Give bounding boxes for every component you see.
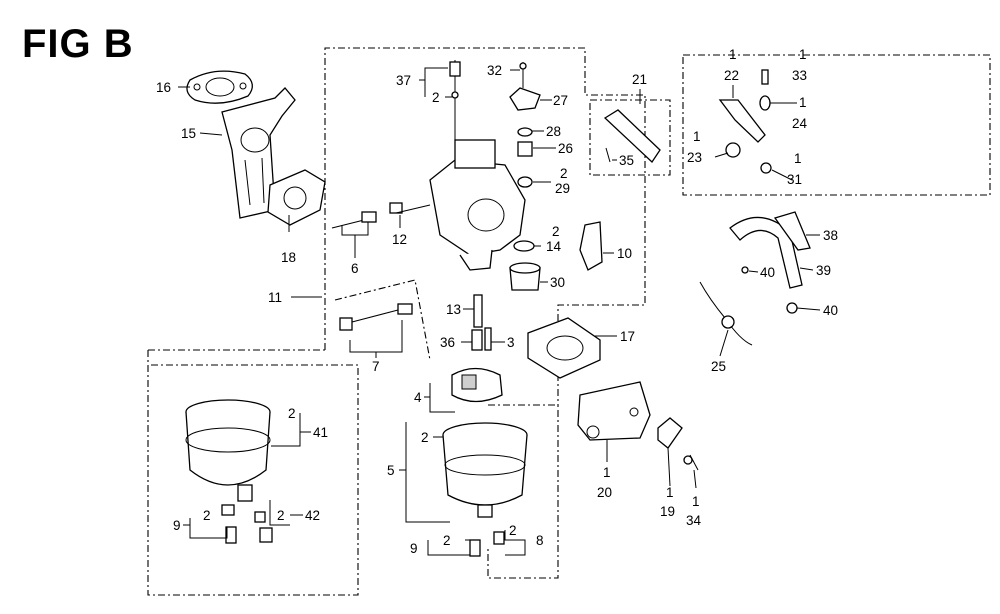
callout-33: 33 [792, 68, 807, 83]
callout-15: 15 [181, 126, 196, 141]
leader-lines [178, 67, 821, 556]
callout-4: 4 [414, 390, 422, 405]
part-20-bracket [577, 381, 651, 441]
callout-39: 39 [816, 263, 831, 278]
callout-41-qty: 2 [288, 406, 296, 421]
figure-title: FIG B [22, 22, 134, 66]
callout-34: 34 [686, 513, 702, 528]
parts-22-33-24-23-31 [718, 69, 772, 174]
callout-20-qty: 1 [603, 465, 611, 480]
parts-13-36-3 [471, 294, 492, 351]
callout-30: 30 [550, 275, 565, 290]
callout-42: 42 [305, 508, 320, 523]
callout-31: 31 [787, 172, 802, 187]
part-15-bracket [221, 87, 296, 219]
part-21-lever [603, 109, 661, 163]
callout-19: 19 [660, 504, 675, 519]
callout-32: 32 [487, 63, 502, 78]
callout-34-qty: 1 [692, 494, 700, 509]
group-boundaries [147, 47, 991, 596]
callout-24-qty: 1 [799, 95, 807, 110]
callout-25: 25 [711, 359, 726, 374]
callout-33-qty: 1 [799, 47, 807, 62]
callout-5: 5 [387, 463, 395, 478]
callout-3: 3 [507, 335, 515, 350]
callout-14: 14 [546, 239, 562, 254]
part-27-valve [509, 62, 541, 111]
callout-26: 26 [558, 141, 573, 156]
part-17-gasket [527, 317, 601, 379]
callout-16: 16 [156, 80, 171, 95]
part-18-gasket [267, 169, 326, 226]
callout-9-center: 9 [410, 541, 418, 556]
callout-14-qty: 2 [552, 224, 560, 239]
part-4-float [451, 367, 503, 403]
callout-29-qty: 2 [560, 166, 568, 181]
callout-36: 36 [440, 335, 455, 350]
callout-29: 29 [555, 181, 570, 196]
callout-21: 21 [632, 72, 647, 87]
callout-22-qty: 1 [729, 47, 737, 62]
callout-9-left: 9 [173, 518, 181, 533]
callout-22: 22 [724, 68, 739, 83]
callout-11: 11 [268, 290, 282, 305]
callout-24: 24 [792, 116, 808, 131]
part-37-screw [449, 61, 461, 99]
callout-27: 27 [553, 93, 568, 108]
parts-6-12 [331, 202, 431, 229]
callout-6: 6 [351, 261, 359, 276]
callout-8-qty: 2 [509, 523, 517, 538]
part-11-carburetor-body [429, 60, 526, 271]
callout-9-center-qty: 2 [443, 533, 451, 548]
parts-19-34 [657, 417, 699, 471]
parts-28-26-29 [517, 127, 533, 188]
parts-14-10-30 [509, 221, 603, 291]
part-16-gasket [186, 70, 253, 104]
callout-9-left-qty: 2 [203, 508, 211, 523]
callout-35: 35 [619, 153, 634, 168]
part-5-float-bowl [442, 422, 528, 557]
callout-5-qty: 2 [421, 430, 429, 445]
callout-10: 10 [617, 246, 632, 261]
callout-13: 13 [446, 302, 461, 317]
callout-31-qty: 1 [794, 151, 802, 166]
callout-42-qty: 2 [277, 508, 285, 523]
callout-40-lower: 40 [823, 303, 838, 318]
callout-40-upper: 40 [760, 265, 775, 280]
callout-37: 37 [396, 73, 411, 88]
parts-38-39-40-25 [699, 211, 811, 346]
callout-23: 23 [687, 150, 702, 165]
callout-8: 8 [536, 533, 544, 548]
part-41-float-bowl [185, 399, 273, 544]
callout-37-qty: 2 [432, 90, 440, 105]
callout-17: 17 [620, 329, 635, 344]
callout-20: 20 [597, 485, 612, 500]
callout-41: 41 [313, 425, 328, 440]
callout-labels: 16 15 18 37 2 32 27 28 26 2 29 21 35 1 2… [156, 47, 838, 556]
callout-12: 12 [392, 232, 407, 247]
callout-19-qty: 1 [666, 485, 674, 500]
part-7-screw-assembly [339, 303, 413, 331]
callout-38: 38 [823, 228, 838, 243]
callout-18: 18 [281, 250, 296, 265]
callout-23-qty: 1 [693, 129, 701, 144]
callout-28: 28 [546, 124, 561, 139]
callout-7: 7 [372, 359, 380, 374]
